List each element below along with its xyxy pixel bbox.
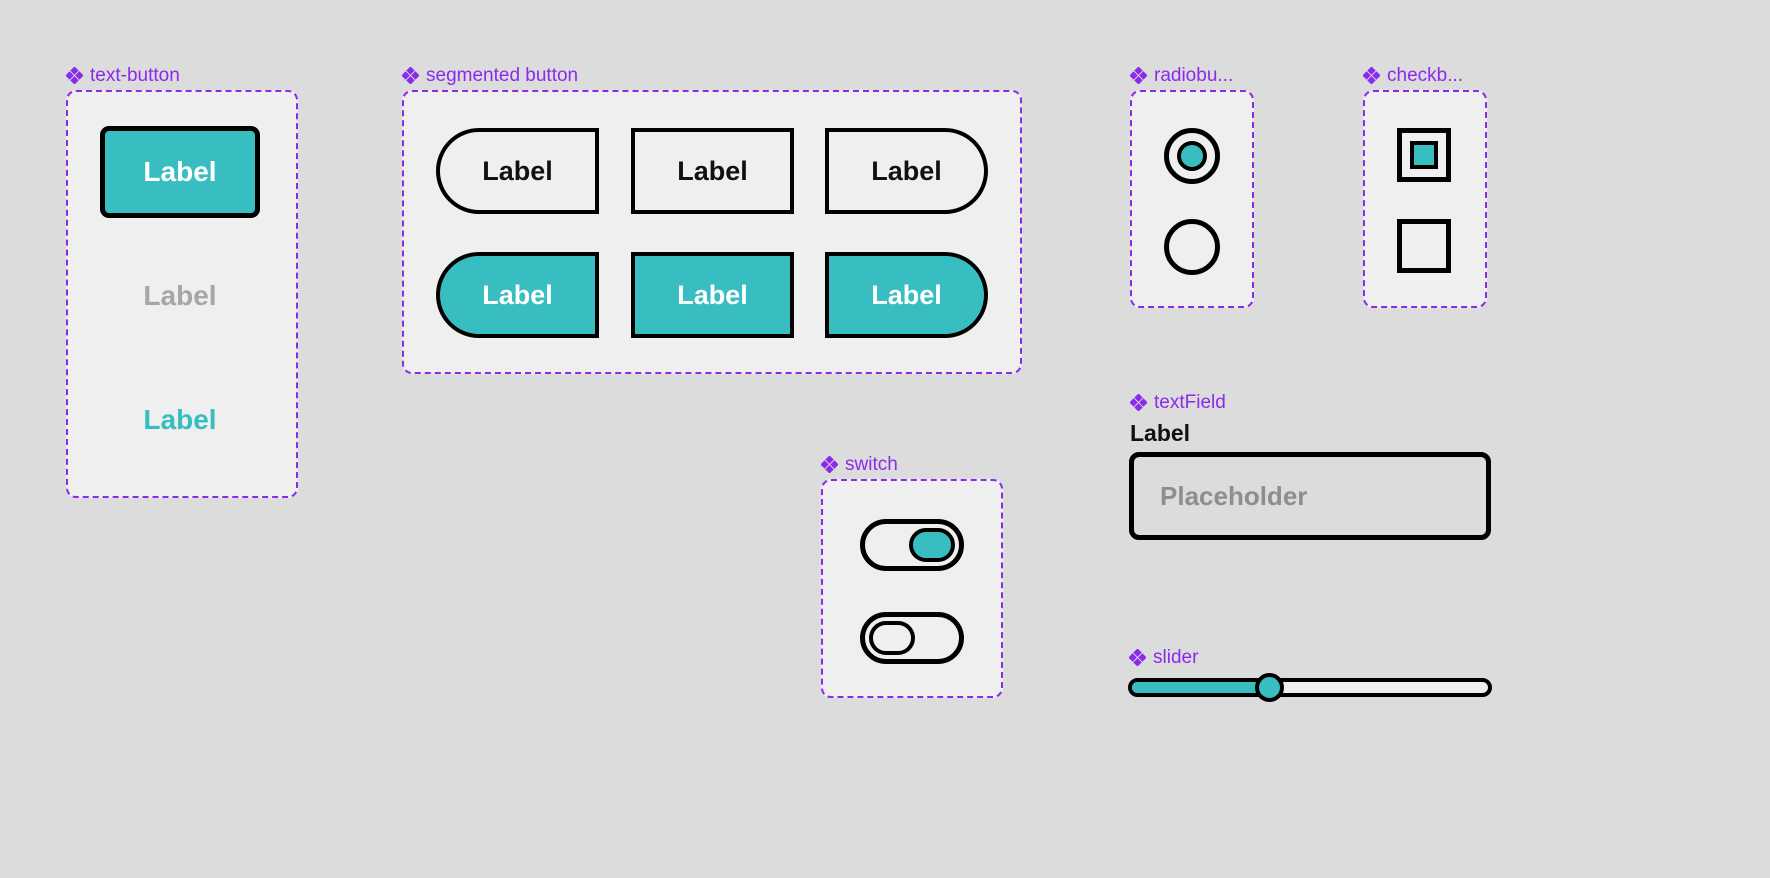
switch-thumb bbox=[909, 528, 955, 562]
slider-fill bbox=[1132, 682, 1271, 693]
text-button-filled[interactable]: Label bbox=[100, 126, 260, 218]
segment-unselected-1[interactable]: Label bbox=[436, 128, 599, 214]
text-button-disabled: Label bbox=[143, 280, 217, 311]
radio-inner-dot bbox=[1177, 141, 1207, 171]
switch-on[interactable] bbox=[860, 519, 964, 571]
segment-selected-2[interactable]: Label bbox=[631, 252, 794, 338]
checkbox-unchecked[interactable] bbox=[1397, 219, 1451, 273]
annotation-label: textField bbox=[1154, 392, 1226, 413]
switch-off[interactable] bbox=[860, 612, 964, 664]
annotation-label: checkb... bbox=[1387, 65, 1464, 86]
annotation-checkbox: checkb... bbox=[1363, 66, 1463, 85]
text-field-label: Label bbox=[1130, 420, 1191, 446]
group-frame-radiobutton bbox=[1130, 90, 1254, 308]
component-diamond-icon bbox=[821, 456, 838, 473]
segment-unselected-2[interactable]: Label bbox=[631, 128, 794, 214]
radio-button-unselected[interactable] bbox=[1164, 219, 1220, 275]
component-diamond-icon bbox=[1130, 394, 1147, 411]
annotation-textfield: textField bbox=[1130, 393, 1226, 412]
annotation-label: radiobu... bbox=[1154, 65, 1234, 86]
text-button-text[interactable]: Label bbox=[143, 404, 217, 435]
slider-track[interactable] bbox=[1128, 678, 1492, 697]
group-frame-switch bbox=[821, 479, 1003, 698]
segment-selected-3[interactable]: Label bbox=[825, 252, 988, 338]
component-diamond-icon bbox=[1129, 649, 1146, 666]
switch-thumb bbox=[869, 621, 915, 655]
component-diamond-icon bbox=[66, 67, 83, 84]
annotation-text-button: text-button bbox=[66, 66, 180, 85]
annotation-switch: switch bbox=[821, 455, 898, 474]
radio-button-selected[interactable] bbox=[1164, 128, 1220, 184]
annotation-label: switch bbox=[845, 454, 898, 475]
annotation-slider: slider bbox=[1129, 648, 1198, 667]
segment-selected-1[interactable]: Label bbox=[436, 252, 599, 338]
text-field-input[interactable]: Placeholder bbox=[1129, 452, 1491, 540]
annotation-label: slider bbox=[1153, 647, 1199, 668]
component-diamond-icon bbox=[1130, 67, 1147, 84]
component-diamond-icon bbox=[1363, 67, 1380, 84]
annotation-label: text-button bbox=[90, 65, 180, 86]
annotation-radiobutton: radiobu... bbox=[1130, 66, 1233, 85]
annotation-label: segmented button bbox=[426, 65, 579, 86]
text-field-placeholder: Placeholder bbox=[1160, 480, 1308, 511]
segment-unselected-3[interactable]: Label bbox=[825, 128, 988, 214]
annotation-segmented-button: segmented button bbox=[402, 66, 578, 85]
group-frame-checkbox bbox=[1363, 90, 1487, 308]
component-diamond-icon bbox=[402, 67, 419, 84]
checkbox-inner-mark bbox=[1410, 141, 1438, 169]
slider-thumb[interactable] bbox=[1255, 673, 1284, 702]
checkbox-checked[interactable] bbox=[1397, 128, 1451, 182]
